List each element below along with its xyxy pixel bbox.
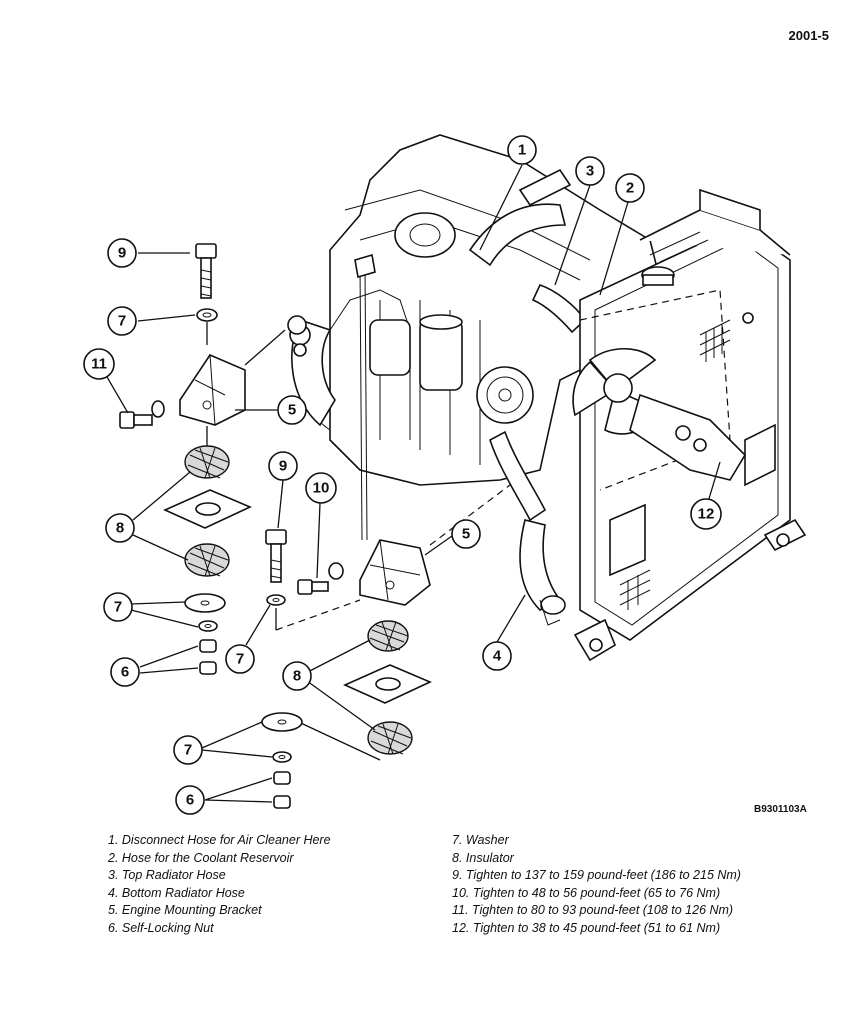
legend-item: 8. Insulator	[452, 850, 514, 865]
bottom-radiator-hose	[519, 519, 566, 626]
callout-9-upper: 9	[107, 238, 137, 268]
leader-lines	[106, 164, 721, 803]
callout-5-lower: 5	[451, 519, 481, 549]
svg-text:11: 11	[91, 356, 107, 373]
radiator-mesh	[619, 319, 731, 610]
legend-right: 7. Washer 8. Insulator 9. Tighten to 137…	[452, 832, 741, 938]
callout-7-lower: 7	[173, 735, 203, 765]
callout-7-center: 7	[225, 644, 255, 674]
svg-text:6: 6	[121, 664, 129, 681]
legend-item: 3. Top Radiator Hose	[108, 868, 226, 883]
svg-text:12: 12	[698, 506, 715, 523]
callout-11: 11	[83, 348, 115, 380]
legend-item: 6. Self-Locking Nut	[108, 920, 214, 935]
legend-item: 10. Tighten to 48 to 56 pound-feet (65 t…	[452, 885, 721, 900]
svg-text:8: 8	[116, 520, 124, 537]
svg-text:5: 5	[288, 402, 296, 419]
callout-12: 12	[690, 498, 722, 530]
svg-text:7: 7	[118, 313, 126, 330]
svg-text:9: 9	[279, 458, 287, 475]
legend-item: 5. Engine Mounting Bracket	[108, 903, 262, 918]
svg-text:5: 5	[462, 526, 470, 543]
svg-text:4: 4	[493, 648, 502, 665]
svg-text:7: 7	[114, 599, 122, 616]
callout-2: 2	[615, 173, 645, 203]
svg-text:1: 1	[518, 142, 526, 159]
cooling-fan	[572, 289, 747, 491]
legend-item: 9. Tighten to 137 to 159 pound-feet (186…	[452, 868, 741, 883]
svg-text:3: 3	[586, 163, 594, 180]
upper-left-mount	[119, 243, 307, 675]
figure-code: B9301103A	[754, 804, 807, 815]
svg-text:2: 2	[626, 180, 634, 197]
callout-6-lower: 6	[175, 785, 205, 815]
callout-7-mid: 7	[103, 592, 133, 622]
callout-9-lower: 9	[268, 451, 298, 481]
callout-8-lower: 8	[282, 661, 312, 691]
legend-item: 7. Washer	[452, 833, 509, 847]
callout-4: 4	[482, 641, 512, 671]
svg-text:7: 7	[184, 742, 192, 759]
callout-3: 3	[575, 156, 605, 186]
callout-10: 10	[305, 472, 337, 504]
callout-6-upper: 6	[110, 657, 140, 687]
svg-text:10: 10	[313, 480, 330, 497]
legend-left: 1. Disconnect Hose for Air Cleaner Here …	[108, 832, 331, 938]
svg-text:9: 9	[118, 245, 126, 262]
callout-1: 1	[507, 135, 537, 165]
lower-center-mount	[261, 484, 511, 809]
legend-item: 11. Tighten to 80 to 93 pound-feet (108 …	[452, 903, 734, 918]
svg-text:7: 7	[236, 651, 244, 668]
callout-8-upper: 8	[105, 513, 135, 543]
legend-item: 12. Tighten to 38 to 45 pound-feet (51 t…	[452, 920, 721, 935]
callout-7-upper: 7	[107, 306, 137, 336]
legend-item: 4. Bottom Radiator Hose	[108, 885, 245, 900]
svg-text:8: 8	[293, 668, 301, 685]
svg-text:6: 6	[186, 792, 194, 809]
page-number: 2001-5	[788, 28, 829, 43]
legend-item: 2. Hose for the Coolant Reservoir	[108, 850, 294, 865]
legend-item: 1. Disconnect Hose for Air Cleaner Here	[108, 833, 331, 847]
callout-5-upper: 5	[277, 395, 307, 425]
